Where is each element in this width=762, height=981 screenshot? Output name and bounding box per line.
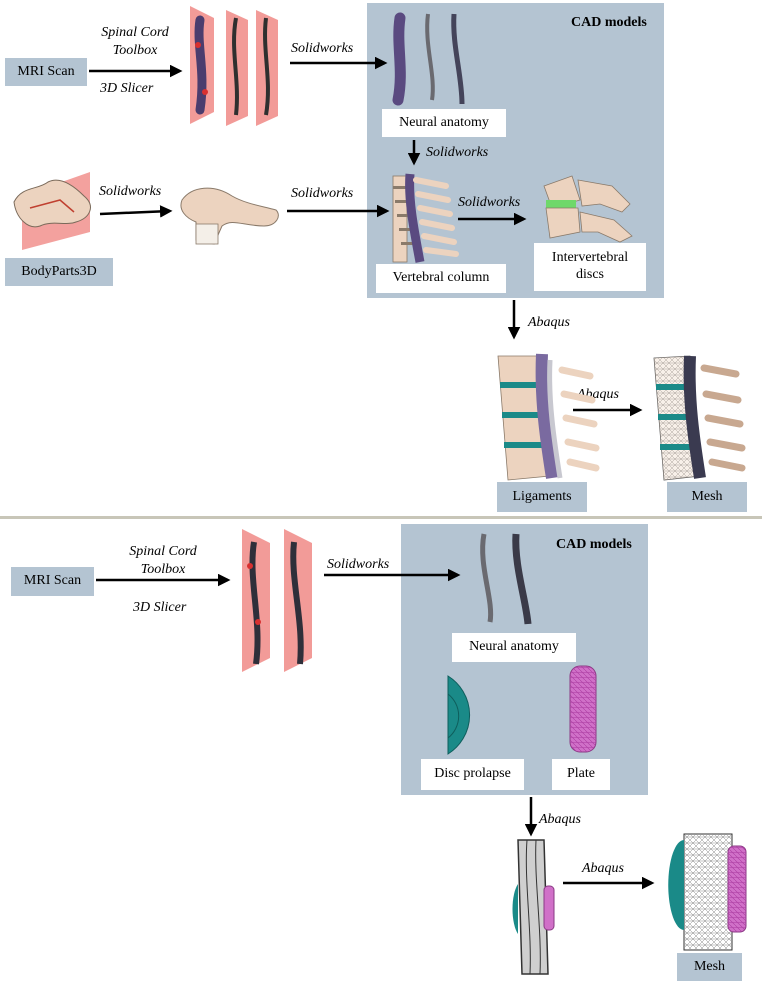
vertebra-model-icon: [180, 187, 279, 245]
bottom-slicer-label: 3D Slicer: [133, 600, 187, 615]
disc-prolapse-icon: [447, 675, 471, 755]
bottom-assembly-icon: [512, 839, 555, 975]
top-mri-scan-box: MRI Scan: [5, 58, 87, 86]
bottom-abaqus-label-1: Abaqus: [539, 812, 581, 827]
top-neural-anatomy-box: Neural anatomy: [382, 109, 506, 137]
vertebral-column-box: Vertebral column: [376, 264, 506, 293]
bottom-mri-scan-box: MRI Scan: [11, 567, 94, 596]
plate-icon: [569, 665, 597, 753]
bottom-toolbox-label: Spinal Cord Toolbox: [124, 543, 202, 578]
bottom-mri-slices-icon: [242, 529, 312, 672]
top-cad-title: CAD models: [571, 15, 647, 30]
bodyparts3d-box: BodyParts3D: [5, 258, 113, 286]
vertebral-column-icon: [392, 173, 459, 263]
top-mesh-model-icon: [653, 355, 746, 481]
top-mri-slices-icon: [190, 6, 278, 126]
bottom-solidworks-label: Solidworks: [327, 557, 390, 572]
ligaments-box: Ligaments: [497, 482, 587, 512]
bottom-neural-anatomy-icon: [480, 533, 532, 625]
bottom-abaqus-label-2: Abaqus: [582, 861, 624, 876]
bottom-mesh-box: Mesh: [677, 953, 742, 981]
arrow-bodyparts-to-vertebra: [99, 205, 173, 218]
top-solidworks-label-5: Solidworks: [458, 195, 521, 210]
disc-prolapse-box: Disc prolapse: [421, 759, 524, 790]
top-neural-anatomy-icon: [392, 12, 465, 106]
top-solidworks-label-3: Solidworks: [99, 184, 162, 199]
top-abaqus-label-1: Abaqus: [528, 315, 570, 330]
bottom-toolbox-line2: Toolbox: [140, 561, 186, 577]
bottom-neural-anatomy-box: Neural anatomy: [452, 633, 576, 662]
bodyparts-vertebra-icon: [13, 172, 91, 250]
plate-box: Plate: [552, 759, 610, 790]
disc-label-line1: Intervertebral: [551, 250, 629, 266]
intervertebral-disc-icon: [543, 175, 633, 243]
disc-label-line2: discs: [576, 267, 604, 282]
bottom-toolbox-line1: Spinal Cord: [129, 544, 197, 559]
top-toolbox-line1: Spinal Cord: [101, 25, 169, 40]
top-toolbox-label: Spinal Cord Toolbox: [94, 24, 176, 59]
top-solidworks-label-1: Solidworks: [291, 41, 354, 56]
bottom-mesh-model-icon: [668, 833, 747, 951]
ligaments-model-icon: [497, 353, 600, 481]
bottom-cad-title: CAD models: [556, 537, 632, 552]
top-mesh-box: Mesh: [667, 482, 747, 512]
top-solidworks-label-2: Solidworks: [426, 145, 489, 160]
top-toolbox-line2: Toolbox: [112, 42, 158, 58]
intervertebral-discs-box: Intervertebral discs: [534, 243, 646, 291]
section-divider: [0, 516, 762, 519]
top-slicer-label: 3D Slicer: [100, 81, 154, 96]
top-solidworks-label-4: Solidworks: [291, 186, 354, 201]
